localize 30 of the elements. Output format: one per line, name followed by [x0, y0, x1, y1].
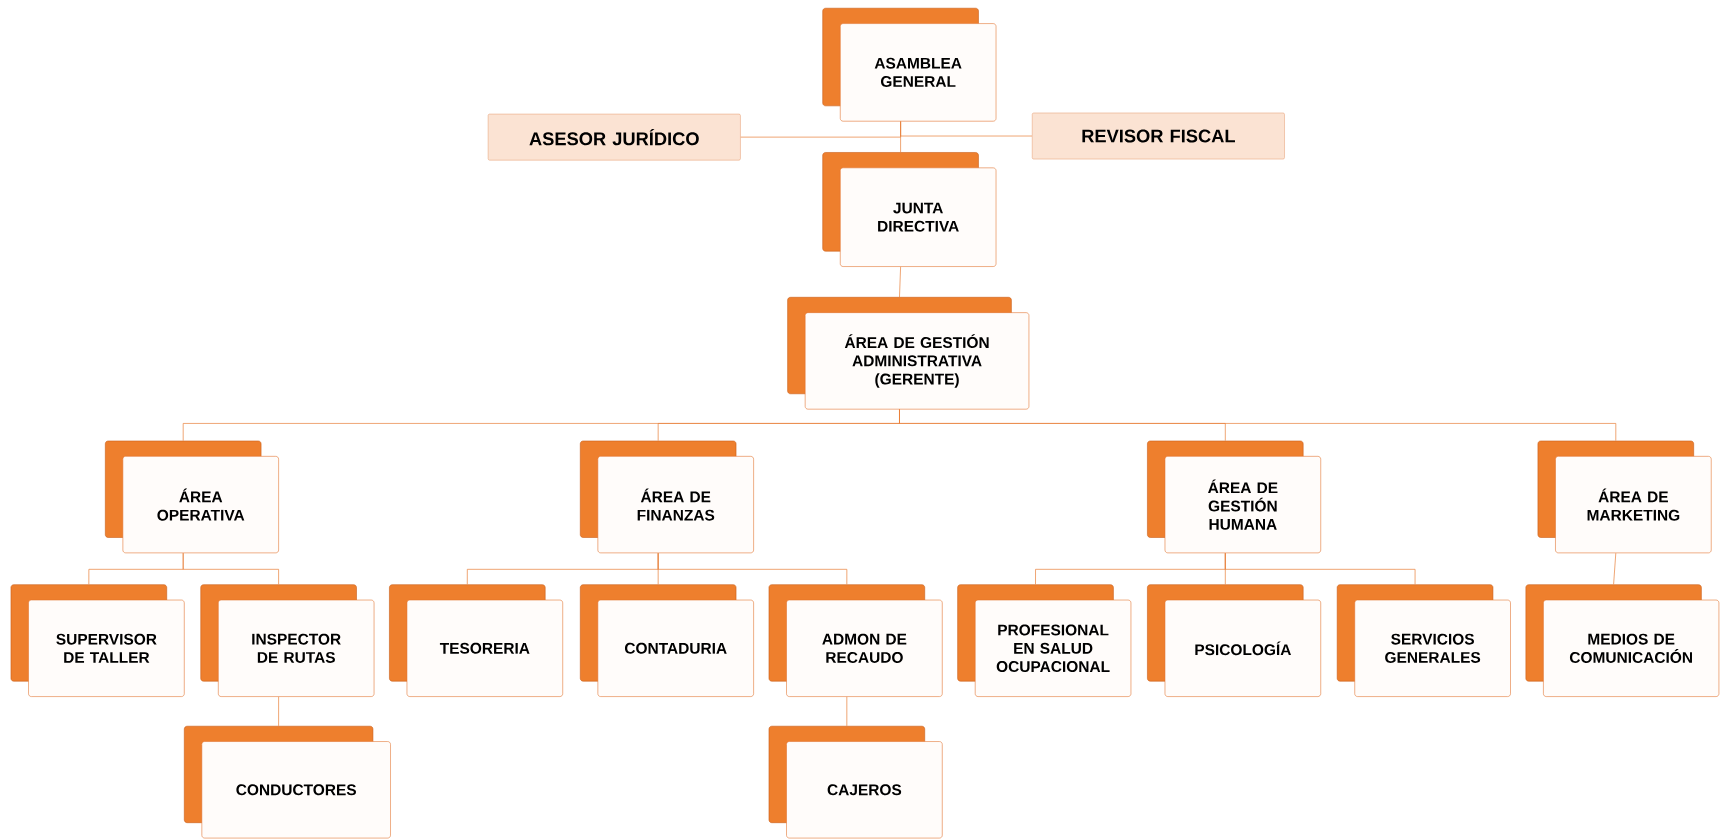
org-box: SERVICIOS GENERALES: [1336, 584, 1511, 697]
connector-line: [657, 552, 848, 585]
org-box: ÁREA DE MARKETING: [1537, 440, 1712, 554]
org-box: CONDUCTORES: [184, 725, 391, 839]
org-box: PROFESIONAL EN SALUD OCUPACIONAL: [957, 584, 1132, 697]
org-box: ÁREA DE GESTIÓN ADMINISTRATIVA (GERENTE): [787, 297, 1030, 410]
connector-line: [1224, 552, 1416, 585]
org-box: ÁREA OPERATIVA: [105, 440, 279, 554]
connector-line: [899, 409, 1617, 442]
org-box: JUNTA DIRECTIVA: [822, 152, 997, 267]
org-box: INSPECTOR DE RUTAS: [200, 584, 375, 697]
connector-line: [899, 266, 901, 298]
org-box: TESORERIA: [389, 584, 563, 697]
org-box: PSICOLOGÍA: [1147, 584, 1321, 697]
org-box: ADMON DE RECAUDO: [768, 584, 943, 697]
connector-line: [278, 696, 279, 727]
connector-line: [900, 121, 901, 153]
connector-line: [182, 552, 279, 585]
connector-line: [1613, 552, 1617, 585]
org-box: MEDIOS DE COMUNICACIÓN: [1525, 584, 1720, 697]
org-box: ÁREA DE FINANZAS: [580, 440, 754, 554]
advisor-box: ASESOR JURÍDICO: [487, 113, 741, 161]
org-box: ASAMBLEA GENERAL: [822, 7, 997, 122]
node-label: CONDUCTORES: [236, 784, 356, 796]
org-box: CAJEROS: [768, 725, 943, 839]
connector-line: [846, 696, 848, 727]
advisor-box: REVISOR FISCAL: [1031, 112, 1285, 160]
org-box: CONTADURIA: [580, 584, 754, 697]
org-box: ÁREA DE GESTIÓN HUMANA: [1147, 440, 1321, 554]
org-box: SUPERVISOR DE TALLER: [10, 584, 185, 697]
